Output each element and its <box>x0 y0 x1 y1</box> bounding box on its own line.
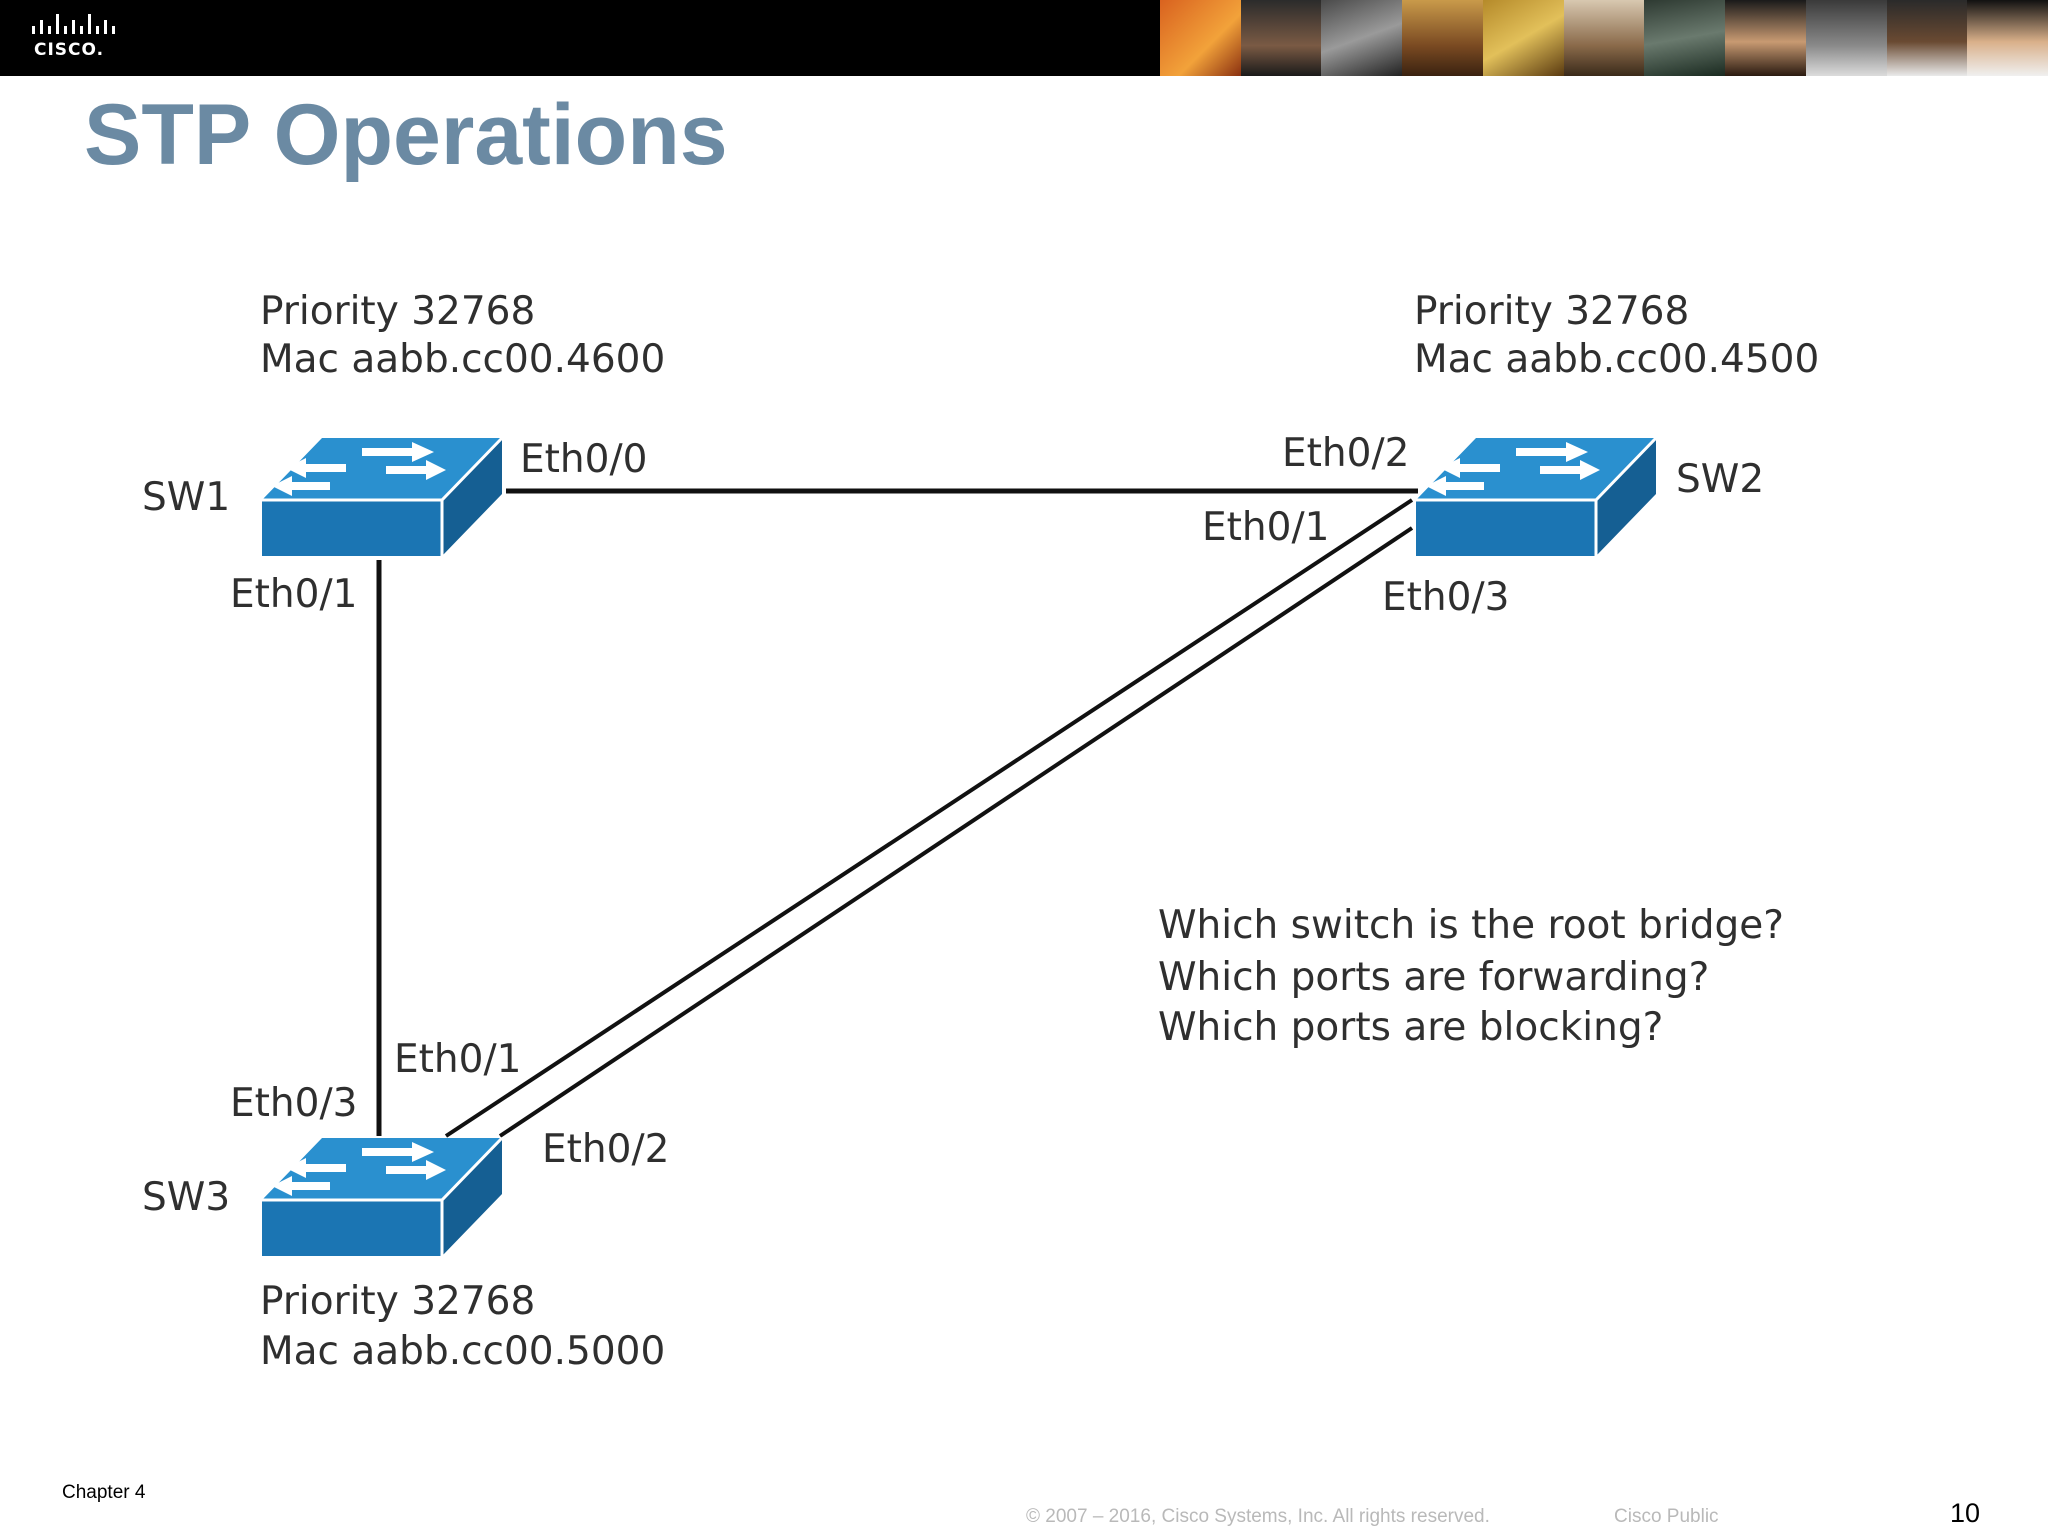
cisco-logo-icon <box>32 14 115 34</box>
sw3-port-eth0-1: Eth0/1 <box>394 1037 522 1082</box>
photo-tile <box>1725 0 1806 76</box>
question-root-bridge: Which switch is the root bridge? <box>1158 903 1784 948</box>
sw2-mac: Mac aabb.cc00.4500 <box>1414 337 1820 382</box>
page-number: 10 <box>1949 1498 1980 1528</box>
switch-sw2-icon <box>1414 436 1658 558</box>
sw2-port-eth0-1: Eth0/1 <box>1202 505 1330 550</box>
sw3-port-eth0-3: Eth0/3 <box>230 1081 358 1126</box>
photo-tile <box>1644 0 1726 76</box>
sw1-port-eth0-0: Eth0/0 <box>520 437 648 482</box>
photo-tile <box>1967 0 2048 76</box>
sw2-name: SW2 <box>1676 457 1765 502</box>
sw1-mac: Mac aabb.cc00.4600 <box>260 337 666 382</box>
photo-tile <box>1805 0 1887 76</box>
photo-tile <box>1402 0 1483 76</box>
sw2-port-eth0-3: Eth0/3 <box>1382 575 1510 620</box>
sw1-priority: Priority 32768 <box>260 289 536 334</box>
switch-sw3-icon <box>260 1136 504 1258</box>
sw3-priority: Priority 32768 <box>260 1279 536 1324</box>
cisco-logo-text: CISCO. <box>34 40 105 60</box>
header-bar: CISCO. <box>0 0 2048 76</box>
footer-classification: Cisco Public <box>1614 1506 1719 1527</box>
footer-copyright: © 2007 – 2016, Cisco Systems, Inc. All r… <box>1026 1506 1490 1527</box>
sw1-name: SW1 <box>142 475 231 520</box>
sw1-port-eth0-1: Eth0/1 <box>230 572 358 617</box>
photo-tile <box>1160 0 1241 76</box>
photo-tile <box>1563 0 1645 76</box>
sw2-port-eth0-2: Eth0/2 <box>1282 431 1410 476</box>
link-sw2-sw3-a <box>444 498 1414 1138</box>
question-forwarding-ports: Which ports are forwarding? <box>1158 955 1710 1000</box>
sw3-mac: Mac aabb.cc00.5000 <box>260 1329 666 1374</box>
link-sw2-sw3-b <box>498 526 1414 1138</box>
header-photo-strip <box>1160 0 2048 76</box>
sw3-name: SW3 <box>142 1175 231 1220</box>
switch-sw1-icon <box>260 436 504 558</box>
photo-tile <box>1240 0 1322 76</box>
photo-tile <box>1482 0 1564 76</box>
sw3-port-eth0-2: Eth0/2 <box>542 1127 670 1172</box>
page-title: STP Operations <box>84 87 728 183</box>
photo-tile <box>1321 0 1403 76</box>
question-blocking-ports: Which ports are blocking? <box>1158 1005 1664 1050</box>
sw2-priority: Priority 32768 <box>1414 289 1690 334</box>
photo-tile <box>1886 0 1968 76</box>
footer-chapter: Chapter 4 <box>62 1482 146 1503</box>
